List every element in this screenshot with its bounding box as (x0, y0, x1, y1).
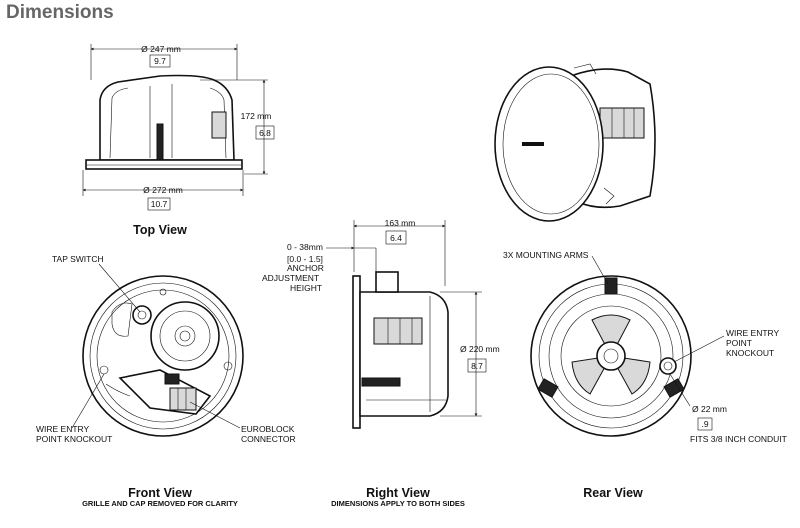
right-flange (352, 275, 361, 429)
anchor-mm: 0 - 38mm (287, 242, 323, 252)
top-view-flange (85, 159, 243, 170)
top-view-title: Top View (133, 223, 187, 237)
top-diameter-inch: 9.7 (154, 56, 166, 66)
right-can (359, 291, 449, 417)
rear-wire-knockout (659, 357, 677, 375)
front-wire-entry-label-2: POINT KNOCKOUT (36, 434, 112, 444)
rear-wire-label-1: WIRE ENTRY (726, 328, 780, 338)
front-woofer (150, 301, 220, 371)
right-diameter-dim: Ø 220 mm (460, 344, 500, 354)
right-diameter-inch: 8.7 (471, 361, 483, 371)
bottom-diameter-inch: 10.7 (151, 199, 168, 209)
iso-logo (522, 142, 544, 146)
top-view-terminal (211, 111, 227, 139)
front-euroblock (169, 387, 197, 411)
euroblock-label-2: CONNECTOR (241, 434, 296, 444)
right-view-title: Right View (366, 486, 430, 500)
depth-dim: 163 mm (385, 218, 416, 228)
tap-switch-label: TAP SWITCH (52, 254, 104, 264)
rear-view: 3X MOUNTING ARMS WIRE ENTRY POINT KNOCKO… (503, 250, 787, 500)
right-view-subtitle: DIMENSIONS APPLY TO BOTH SIDES (331, 499, 465, 508)
top-view: Ø 247 mm 9.7 172 mm 6.8 Ø 272 mm 10.7 To… (82, 44, 275, 237)
front-view-subtitle: GRILLE AND CAP REMOVED FOR CLARITY (82, 499, 238, 508)
depth-inch: 6.4 (390, 233, 402, 243)
anchor-label-3: HEIGHT (290, 283, 322, 293)
height-inch-box (255, 125, 275, 140)
iso-grille (494, 66, 604, 222)
euroblock-label-1: EUROBLOCK (241, 424, 295, 434)
page-title: Dimensions (6, 2, 114, 23)
conduit-label: FITS 3/8 INCH CONDUIT (690, 434, 787, 444)
height-inch: 6.8 (259, 128, 271, 138)
anchor-label-2: ADJUSTMENT (262, 273, 319, 283)
rear-wire-label-3: KNOCKOUT (726, 348, 774, 358)
mounting-arms-label: 3X MOUNTING ARMS (503, 250, 589, 260)
front-tap-switch (132, 305, 152, 325)
front-wire-entry-label-1: WIRE ENTRY (36, 424, 90, 434)
height-dim: 172 mm (241, 111, 272, 121)
top-view-can (99, 74, 235, 161)
front-view: TAP SWITCH WIRE ENTRY POINT KNOCKOUT EUR… (36, 254, 296, 508)
rear-mounting-arm-top (604, 277, 618, 295)
iso-terminal (599, 107, 645, 139)
top-diameter-dim: Ø 247 mm (141, 44, 181, 54)
right-diameter-inch-box (467, 358, 487, 373)
isometric-view (494, 63, 656, 222)
rear-mounting-arm-left (537, 378, 559, 398)
bottom-diameter-inch-box (147, 197, 171, 211)
rear-mounting-arm-right (663, 378, 685, 398)
knockout-inch: .9 (701, 419, 708, 429)
right-view: 163 mm 6.4 0 - 38mm [0.0 - 1.5] ANCHOR A… (262, 218, 500, 508)
knockout-inch-box (697, 417, 713, 431)
rear-wire-label-2: POINT (726, 338, 752, 348)
top-diameter-inch-box (149, 54, 171, 68)
knockout-diameter-dim: Ø 22 mm (692, 404, 727, 414)
bottom-diameter-dim: Ø 272 mm (143, 185, 183, 195)
rear-cap-spokes (571, 314, 651, 395)
right-terminal (373, 317, 423, 345)
anchor-inch: [0.0 - 1.5] (287, 254, 323, 264)
anchor-label-1: ANCHOR (287, 263, 324, 273)
front-view-title: Front View (128, 486, 192, 500)
rear-view-title: Rear View (583, 486, 643, 500)
depth-inch-box (385, 230, 407, 245)
